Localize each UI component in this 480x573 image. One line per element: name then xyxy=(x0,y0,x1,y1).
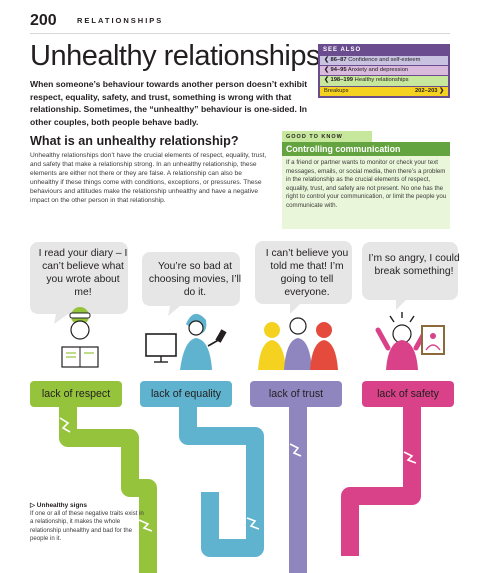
see-also-pages: ❮ 198–199 xyxy=(324,77,354,84)
reading-diary-person-icon xyxy=(61,307,99,368)
see-also-label: Healthy relationships xyxy=(354,77,409,84)
ribbon-respect xyxy=(59,403,157,573)
see-also-title: SEE ALSO xyxy=(323,47,362,53)
quote-equality: You’re so bad at choosing movies, I’ll d… xyxy=(148,261,242,298)
see-also-label: Breakups xyxy=(324,87,349,94)
label-lack-of-equality: lack of equality xyxy=(150,388,222,400)
section-heading: What is an unhealthy relationship? xyxy=(30,134,239,148)
gossiping-people-icon xyxy=(258,317,338,370)
see-also-item[interactable]: Breakups 202–203 ❯ xyxy=(320,86,448,96)
see-also-item[interactable]: ❮ 94–95 Anxiety and depression xyxy=(320,66,448,76)
good-to-know-box xyxy=(282,156,450,229)
ribbon-safety xyxy=(341,403,421,556)
good-to-know-title: Controlling communication xyxy=(282,142,450,156)
angry-person-icon xyxy=(375,312,445,370)
ribbon-cracks xyxy=(59,417,417,532)
see-also-label: Anxiety and depression xyxy=(347,67,409,74)
see-also-item[interactable]: ❮ 86–87 Confidence and self-esteem xyxy=(320,56,448,66)
see-also-panel: SEE ALSO ❮ 86–87 Confidence and self-est… xyxy=(318,44,450,98)
section-name: RELATIONSHIPS xyxy=(77,16,164,25)
quote-respect: I read your diary – I can’t believe what… xyxy=(38,248,128,298)
good-to-know-body: If a friend or partner wants to monitor … xyxy=(286,159,447,209)
label-box-trust xyxy=(250,381,342,407)
caption-body: If one or all of these negative traits e… xyxy=(30,510,144,542)
ribbon-equality xyxy=(179,403,264,557)
caption-heading: ▷ Unhealthy signs xyxy=(30,502,88,509)
good-to-know-tab: GOOD TO KNOW xyxy=(282,131,372,142)
illustration: I read your diary – I can’t believe what… xyxy=(0,230,480,573)
good-to-know-label: GOOD TO KNOW xyxy=(286,134,343,140)
speech-bubble-equality xyxy=(142,252,240,316)
page-header: 200 RELATIONSHIPS xyxy=(30,12,450,34)
quote-trust: I can’t believe you told me that! I’m go… xyxy=(265,248,349,298)
tv-remote-person-icon xyxy=(145,313,227,370)
section-body: Unhealthy relationships don’t have the c… xyxy=(30,152,267,204)
label-box-respect xyxy=(30,381,122,407)
page-number: 200 xyxy=(30,12,57,29)
see-also-label: Confidence and self-esteem xyxy=(348,57,421,63)
see-also-pages: 202–203 ❯ xyxy=(414,87,444,94)
see-also-item[interactable]: ❮ 198–199 Healthy relationships xyxy=(320,76,448,86)
speech-bubble-trust xyxy=(255,241,352,314)
label-lack-of-trust: lack of trust xyxy=(268,388,324,400)
label-lack-of-safety: lack of safety xyxy=(377,388,439,400)
label-box-safety xyxy=(362,381,454,407)
see-also-pages: ❮ 86–87 xyxy=(324,57,347,63)
quote-safety: I’m so angry, I could break something! xyxy=(368,253,460,277)
speech-bubble-respect xyxy=(30,242,128,324)
label-lack-of-respect: lack of respect xyxy=(41,388,111,400)
see-also-pages: ❮ 94–95 xyxy=(324,67,347,74)
label-box-equality xyxy=(140,381,232,407)
speech-bubble-safety xyxy=(362,242,458,310)
illustration-graphic xyxy=(30,241,458,573)
page-title: Unhealthy relationships xyxy=(30,40,320,72)
intro-text: When someone’s behaviour towards another… xyxy=(30,79,308,127)
